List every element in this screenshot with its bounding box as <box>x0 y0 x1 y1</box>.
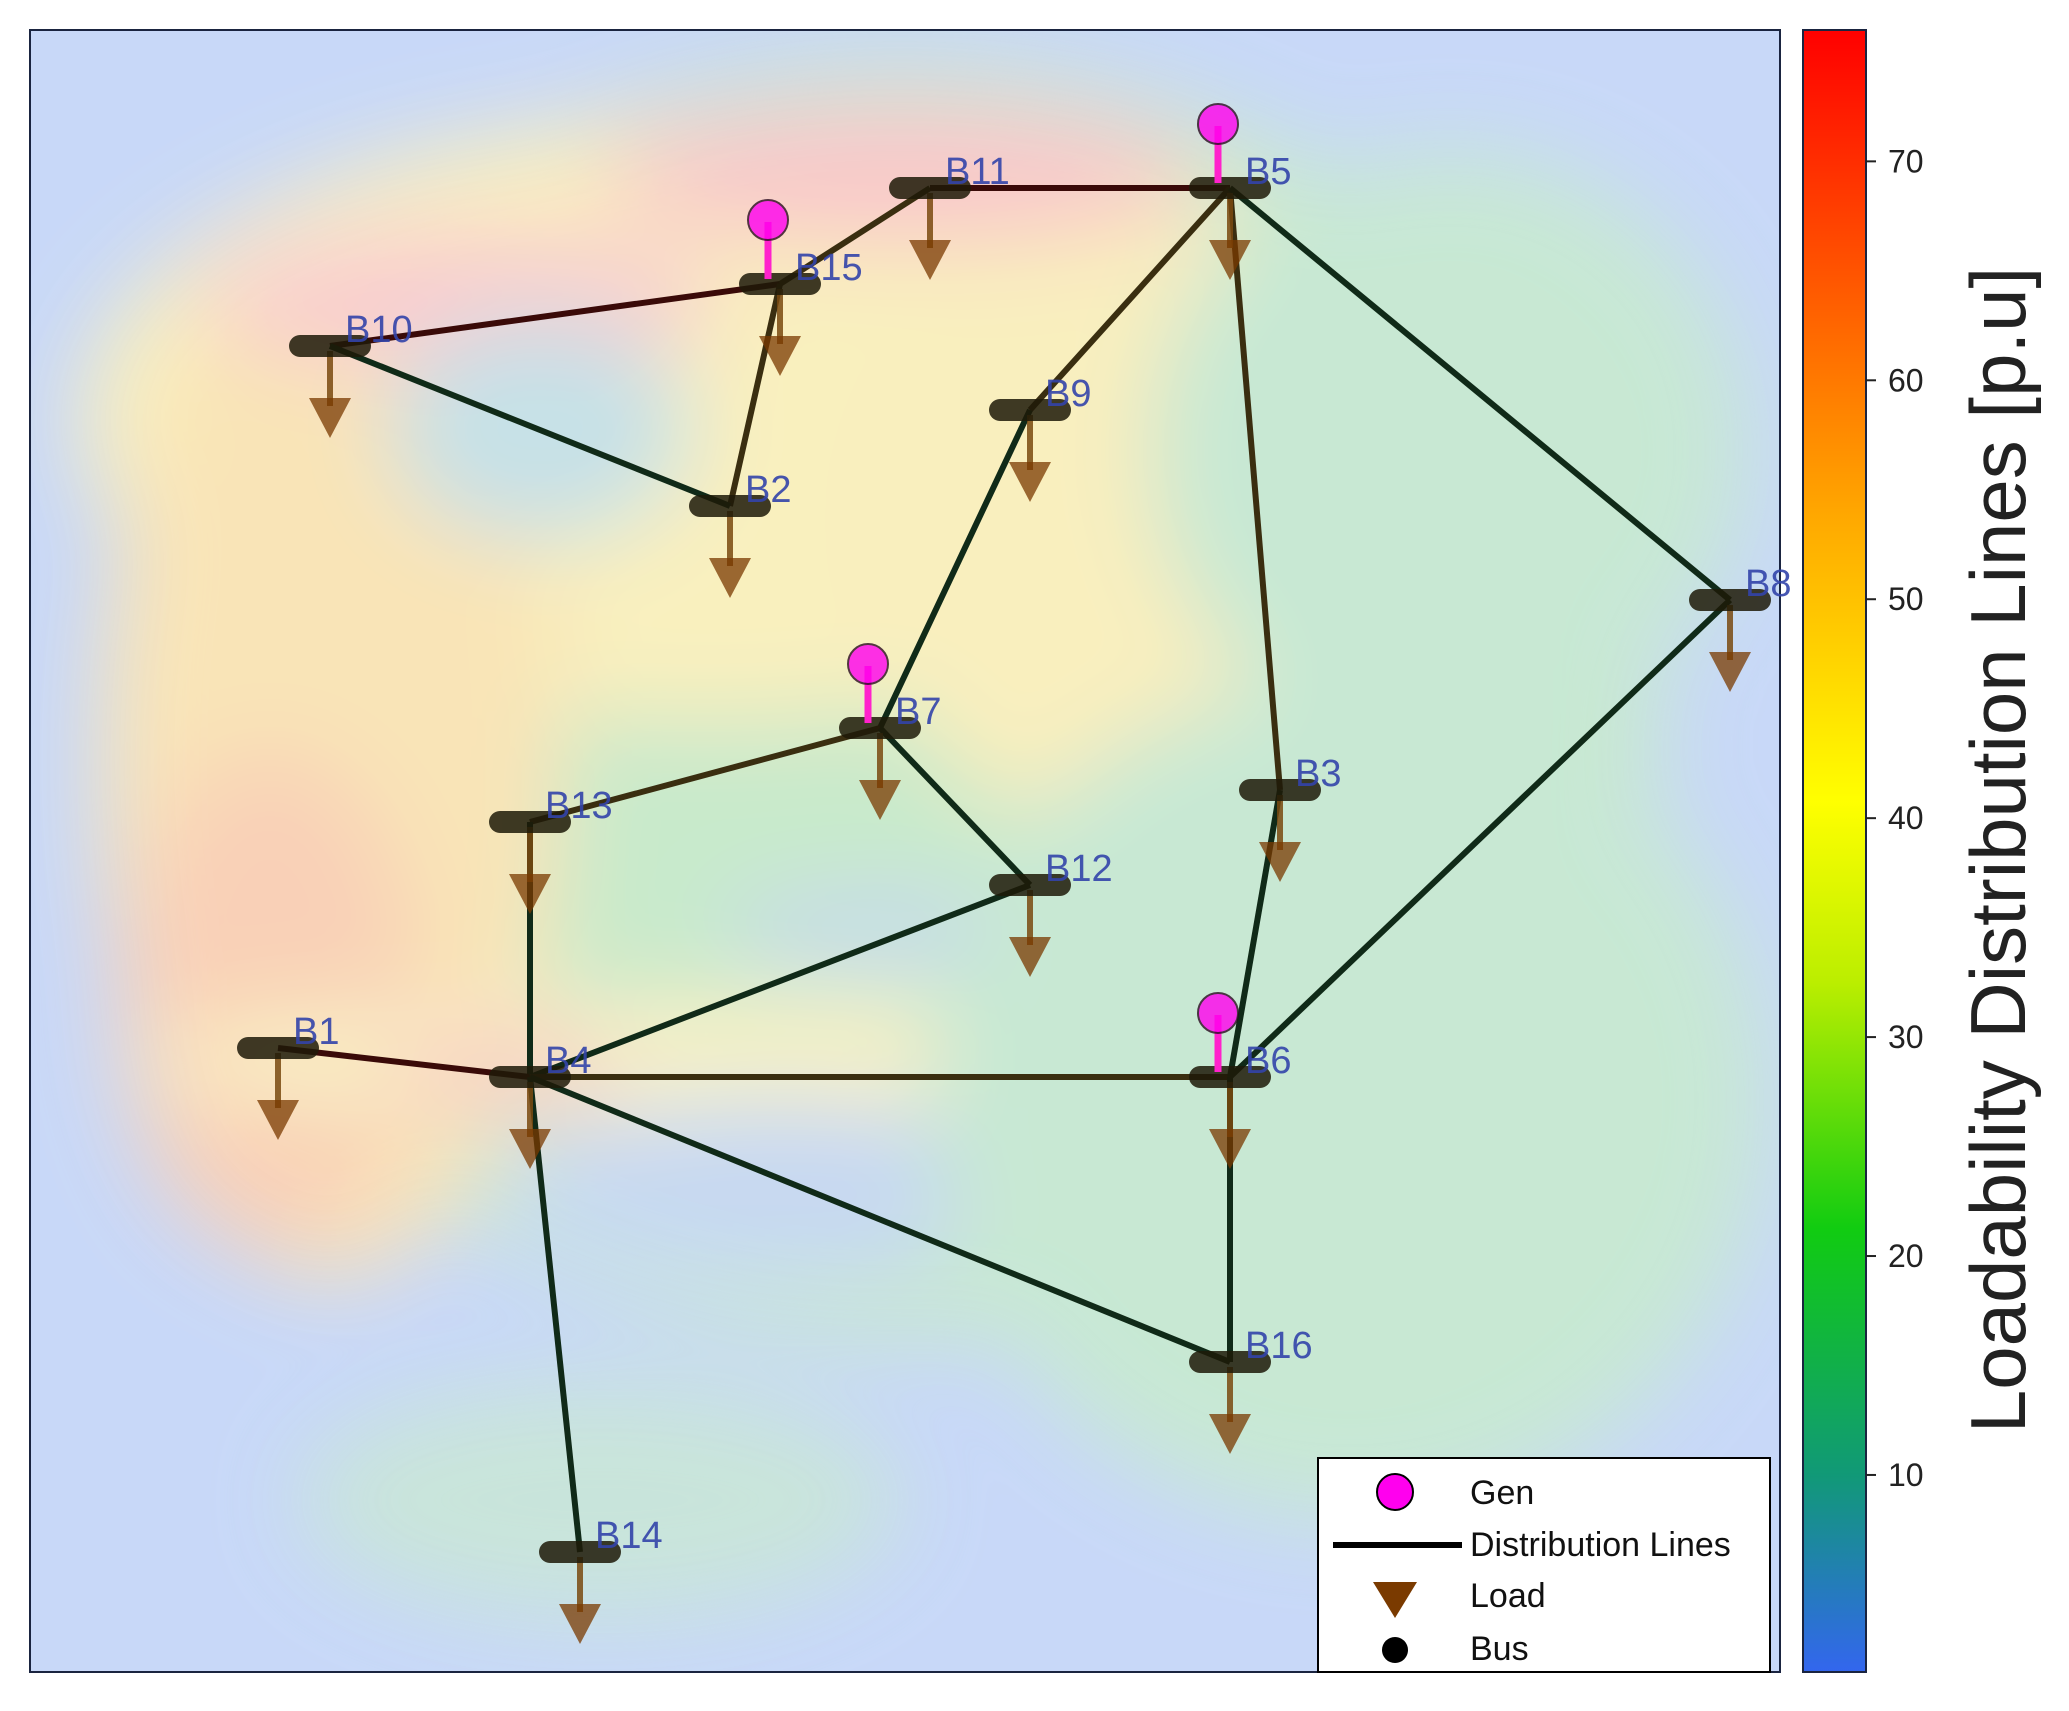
bus-b3: B3 <box>1239 753 1341 882</box>
bus-label: B14 <box>595 1515 663 1557</box>
bus-label: B3 <box>1295 753 1341 795</box>
colorbar-tick-label: 10 <box>1888 1457 1924 1493</box>
load-arrow-icon <box>1709 652 1751 692</box>
line-b9-b7 <box>877 408 1033 730</box>
bus-label: B4 <box>545 1040 591 1082</box>
loadability-heatmap <box>30 30 1780 1672</box>
line-b5-b3 <box>1227 187 1283 791</box>
legend-load-label: Load <box>1470 1577 1546 1615</box>
bus-b14: B14 <box>539 1515 663 1644</box>
bus-label: B7 <box>895 691 941 733</box>
bus-b13: B13 <box>489 785 613 914</box>
colorbar-tick-label: 30 <box>1888 1019 1924 1055</box>
line-b15-b2 <box>727 283 783 507</box>
line-b5-b9 <box>1027 185 1233 413</box>
line-b7-b13 <box>529 725 881 825</box>
bus-b9: B9 <box>989 373 1091 502</box>
bus-b4: B4 <box>489 1040 591 1169</box>
legend-bus-marker <box>1382 1637 1408 1663</box>
colorbar-gradient <box>1802 29 1867 1673</box>
load-arrow-icon <box>1209 1129 1251 1169</box>
load-arrow-icon <box>909 240 951 280</box>
bus-b6: B6 <box>1189 992 1291 1169</box>
bus-b12: B12 <box>989 848 1113 977</box>
line-b4-b12 <box>528 882 1032 1080</box>
legend-gen-label: Gen <box>1470 1474 1534 1512</box>
colorbar-ticks: 10 20 30 40 50 60 70 <box>1866 143 1924 1493</box>
legend-bus-label: Bus <box>1470 1630 1529 1668</box>
distribution-lines <box>277 185 1733 1553</box>
legend: Gen Distribution Lines Load Bus <box>1317 1457 1771 1673</box>
generator-icon <box>847 643 889 685</box>
load-arrow-icon <box>1209 240 1251 280</box>
load-arrow-icon <box>257 1100 299 1140</box>
bus-label: B15 <box>795 247 863 289</box>
colorbar-tick-label: 20 <box>1888 1238 1924 1274</box>
bus-b2: B2 <box>689 469 791 598</box>
bus-label: B6 <box>1245 1040 1291 1082</box>
colorbar: 10 20 30 40 50 60 70 Loadability Distribution … <box>1802 29 2042 1673</box>
bus-b7: B7 <box>839 643 941 820</box>
bus-label: B5 <box>1245 151 1291 193</box>
load-arrow-icon <box>309 398 351 438</box>
bus-label: B1 <box>293 1011 339 1053</box>
generator-icon <box>1197 992 1239 1034</box>
load-arrow-icon <box>559 1604 601 1644</box>
colorbar-tick-label: 70 <box>1888 143 1924 179</box>
line-b4-b14 <box>527 1076 583 1553</box>
load-arrow-icon <box>709 558 751 598</box>
legend-gen-marker <box>1376 1473 1414 1511</box>
legend-lines-label: Distribution Lines <box>1470 1526 1731 1564</box>
line-b10-b2 <box>328 343 732 509</box>
line-b3-b6 <box>1227 789 1283 1078</box>
bus-b1: B1 <box>237 1011 339 1140</box>
colorbar-tick-label: 40 <box>1888 800 1924 836</box>
bus-label: B13 <box>545 785 613 827</box>
line-b5-b8 <box>1228 185 1732 603</box>
bus-label: B12 <box>1045 848 1113 890</box>
colorbar-tick-label: 60 <box>1888 362 1924 398</box>
bus-b8: B8 <box>1689 563 1791 692</box>
line-b15-b11 <box>778 185 932 287</box>
bus-label: B9 <box>1045 373 1091 415</box>
generator-icon <box>747 199 789 241</box>
load-arrow-icon <box>1009 937 1051 977</box>
line-b1-b4 <box>277 1045 531 1080</box>
load-arrow-icon <box>759 336 801 376</box>
colorbar-title: Loadability Distribution Lines [p.u] <box>1954 267 2042 1433</box>
bus-b11: B11 <box>889 151 1010 280</box>
line-b7-b12 <box>877 725 1033 888</box>
bus-label: B10 <box>345 309 413 351</box>
plot-frame <box>29 29 1781 1673</box>
line-b10-b15 <box>329 281 781 349</box>
colorbar-tick-label: 50 <box>1888 581 1924 617</box>
line-b8-b6 <box>1227 597 1733 1080</box>
load-arrow-icon <box>1209 1414 1251 1454</box>
generator-icon <box>1197 103 1239 145</box>
load-arrow-icon <box>509 874 551 914</box>
bus-label: B8 <box>1745 563 1791 605</box>
bus-b15: B15 <box>739 199 863 376</box>
line-b4-b16 <box>528 1074 1232 1365</box>
load-arrow-icon <box>509 1129 551 1169</box>
bus-label: B16 <box>1245 1325 1313 1367</box>
load-arrow-icon <box>859 780 901 820</box>
bus-label: B2 <box>745 469 791 511</box>
legend-load-marker <box>1373 1582 1417 1618</box>
bus-label: B11 <box>945 151 1010 193</box>
load-arrow-icon <box>1009 462 1051 502</box>
bus-b10: B10 <box>289 309 413 438</box>
load-arrow-icon <box>1259 842 1301 882</box>
bus-b5: B5 <box>1189 103 1291 280</box>
bus-b16: B16 <box>1189 1325 1313 1454</box>
